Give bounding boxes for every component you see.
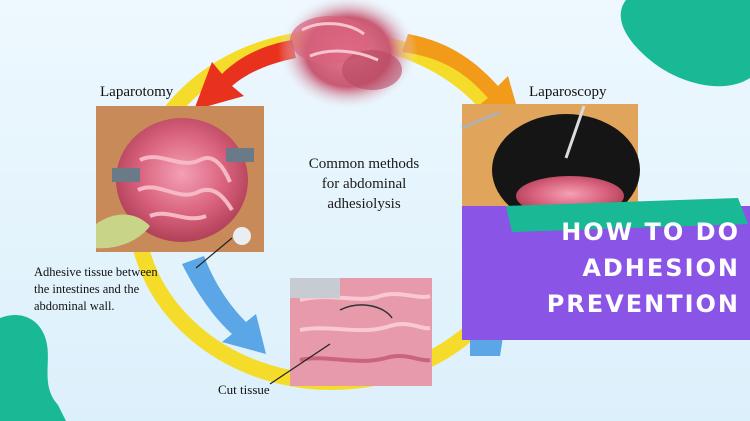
pointer-line-adhesive [195, 237, 233, 269]
headline-line2: ADHESION [582, 254, 740, 282]
top-tissue-image [278, 0, 418, 110]
cut-tissue-image [290, 278, 432, 386]
cut-tissue-label: Cut tissue [218, 382, 270, 397]
laparotomy-label: Laparotomy [100, 84, 174, 100]
pointer-line-cut [269, 343, 331, 385]
headline-line1: HOW TO DO [561, 218, 740, 246]
adhesive-caption-line3: abdominal wall. [34, 299, 115, 313]
laparotomy-image [96, 106, 264, 252]
teal-blob-bottom-left [0, 314, 66, 421]
adhesive-caption-line1: Adhesive tissue between [34, 265, 158, 279]
laparoscopy-image [461, 104, 640, 226]
adhesive-tissue-caption: Adhesive tissue between the intestines a… [34, 264, 158, 315]
headline-text: HOW TO DO ADHESION PREVENTION [547, 214, 740, 322]
headline-line3: PREVENTION [546, 290, 740, 318]
teal-ribbon [506, 198, 748, 232]
orange-arrow [402, 34, 520, 118]
center-caption-line1: Common methods [308, 156, 420, 172]
blue-arrow-left [182, 256, 266, 354]
center-caption-line3: adhesiolysis [327, 196, 401, 212]
red-arrow [194, 40, 296, 110]
center-caption-line2: for abdominal [321, 176, 407, 192]
teal-blob-top-right [620, 0, 750, 87]
adhesive-caption-line2: the intestines and the [34, 282, 140, 296]
center-caption: Common methods for abdominal adhesiolysi… [284, 154, 444, 214]
laparoscopy-label: Laparoscopy [529, 84, 607, 100]
